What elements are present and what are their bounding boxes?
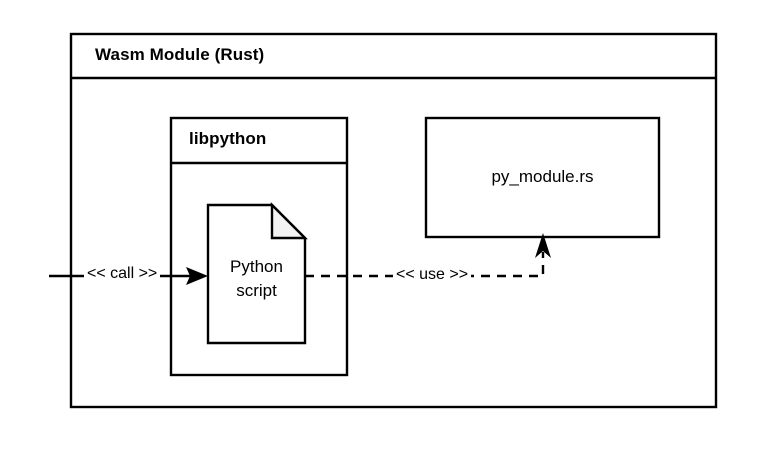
document-fold-corner-icon [270,202,308,240]
python-script-label-line1: Python [230,257,283,276]
libpython-component-title: libpython [189,129,267,148]
python-script-document-shape[interactable] [206,203,307,345]
outer-component-title: Wasm Module (Rust) [95,45,265,64]
use-connector-label: << use >> [393,266,472,285]
use-arrowhead-icon [535,233,551,258]
call-arrowhead-icon [186,267,208,285]
call-connector-label: << call >> [84,265,161,284]
py-module-box[interactable] [424,116,661,239]
py-module-label: py_module.rs [491,167,594,186]
python-script-label-line2: script [236,281,277,300]
